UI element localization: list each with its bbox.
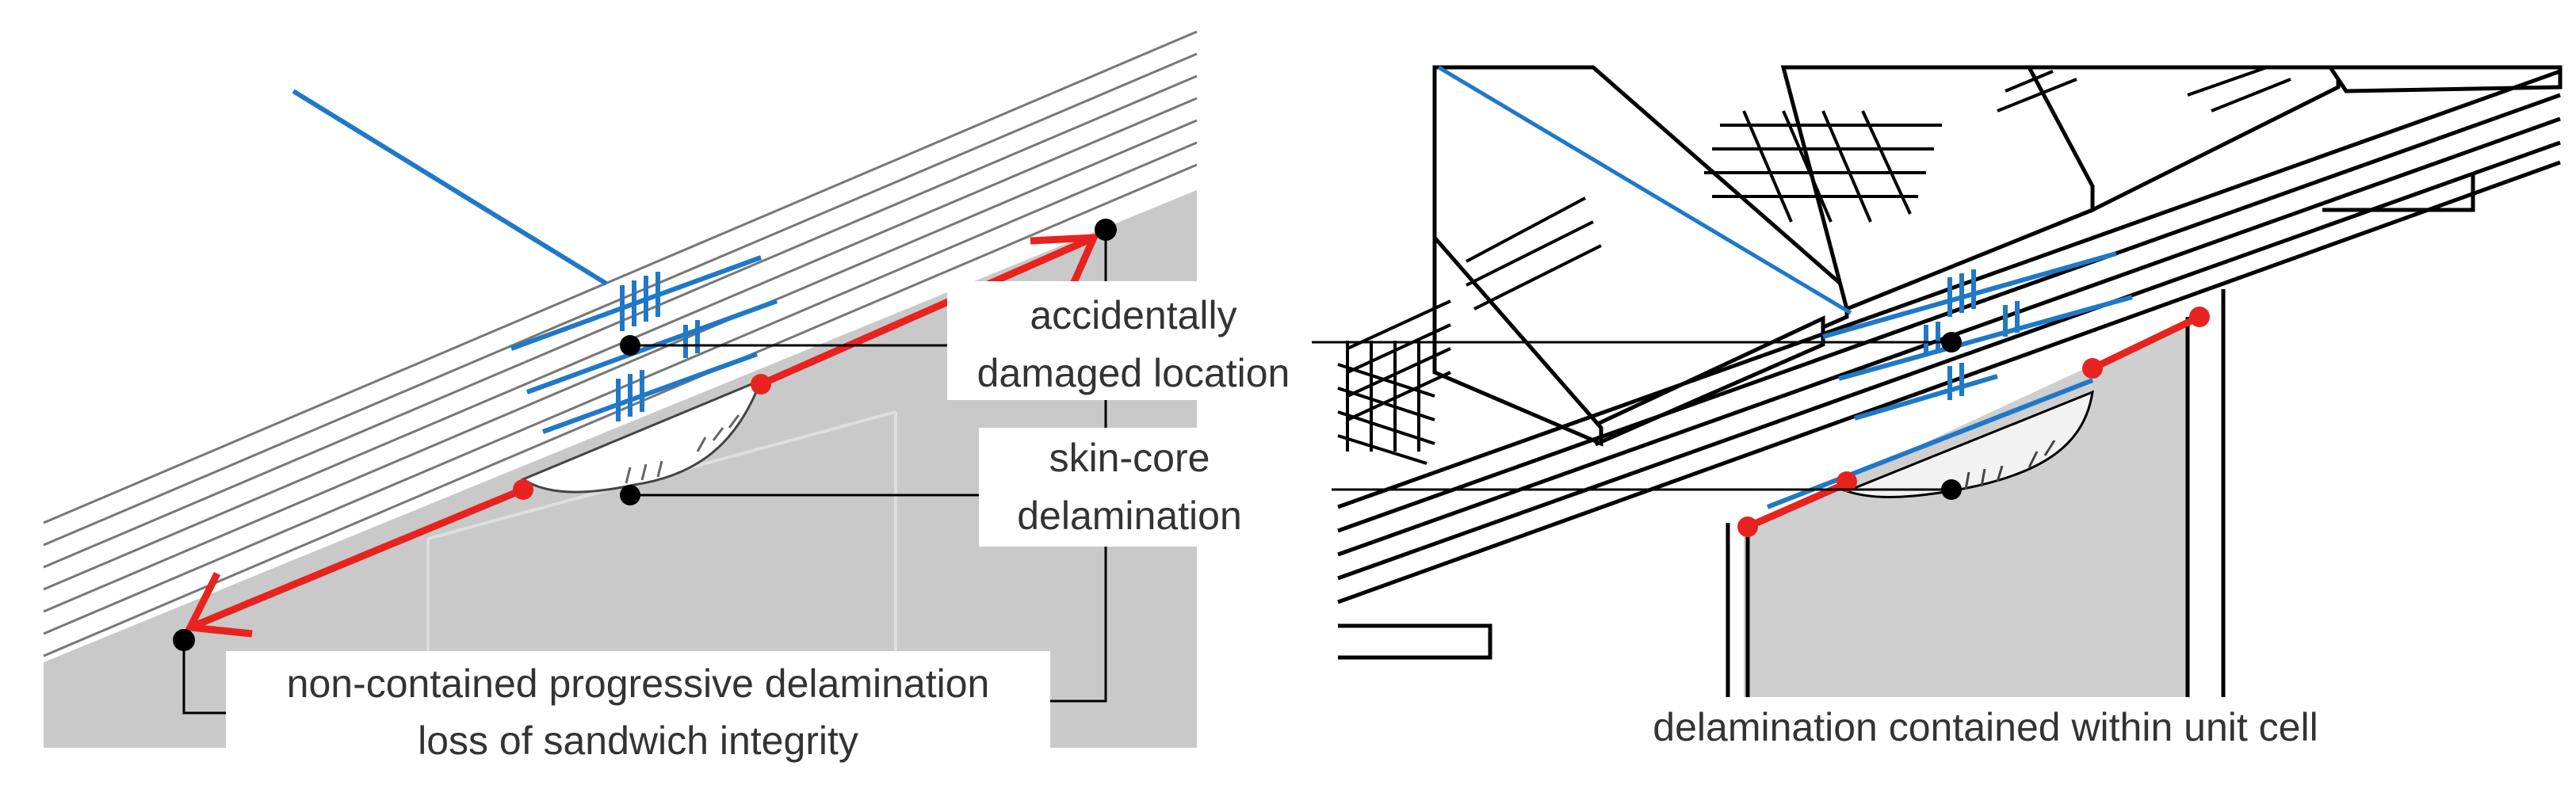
right-red-marker-4 [2189, 307, 2210, 327]
right-delamination-pocket [1843, 390, 2094, 498]
right-plate-grid [1704, 110, 1942, 223]
right-left-grid [1337, 341, 1435, 465]
right-unit-cell-fill [1744, 321, 2188, 709]
damaged-location-label-line1: accidentally [1030, 293, 1236, 337]
right-delamination-marker [1941, 479, 1962, 500]
left-caption-line1: non-contained progressive delamination [287, 661, 990, 706]
right-face-plates [1432, 65, 2563, 447]
right-leader-lines [1312, 341, 1951, 491]
right-plate-blue-edge [1437, 65, 1852, 315]
left-red-marker-upper [751, 374, 771, 394]
left-arrow-tip-marker-lower [173, 629, 195, 651]
left-caption-line2: loss of sandwich integrity [418, 718, 858, 763]
skin-core-delamination-label-line2: delamination [1017, 494, 1242, 538]
right-red-marker-3 [2082, 358, 2103, 379]
left-red-marker-lower [513, 479, 533, 500]
right-damage-marker [1941, 332, 1962, 353]
right-pocket-hatch [1964, 440, 2056, 490]
left-black-markers [173, 219, 1117, 651]
right-damage-icon [1766, 251, 2133, 509]
left-delamination-arrows [185, 234, 1100, 638]
right-plate-hatch [1347, 66, 2291, 421]
right-caption: delamination contained within unit cell [1653, 705, 2318, 749]
left-pocket-hatch [625, 414, 740, 484]
right-red-marker-1 [1737, 516, 1758, 537]
left-arrow-tip-marker-upper [1095, 219, 1117, 241]
left-damage-marker [620, 335, 640, 356]
skin-core-delamination-label-line1: skin-core [1049, 436, 1210, 480]
left-caption-bg [226, 651, 1050, 770]
right-caption-bg [1593, 697, 2378, 760]
right-panel: delamination contained within unit cell [1312, 65, 2563, 760]
left-delam-label-bg [979, 428, 1280, 547]
right-red-marker-2 [1836, 471, 1857, 492]
left-panel: accidentally damaged location skin-core … [43, 30, 1320, 770]
damaged-location-label-line2: damaged location [977, 351, 1290, 395]
left-damage-label-bg [947, 281, 1320, 400]
left-delamination-pocket [520, 378, 763, 494]
left-delamination-marker [620, 485, 640, 505]
